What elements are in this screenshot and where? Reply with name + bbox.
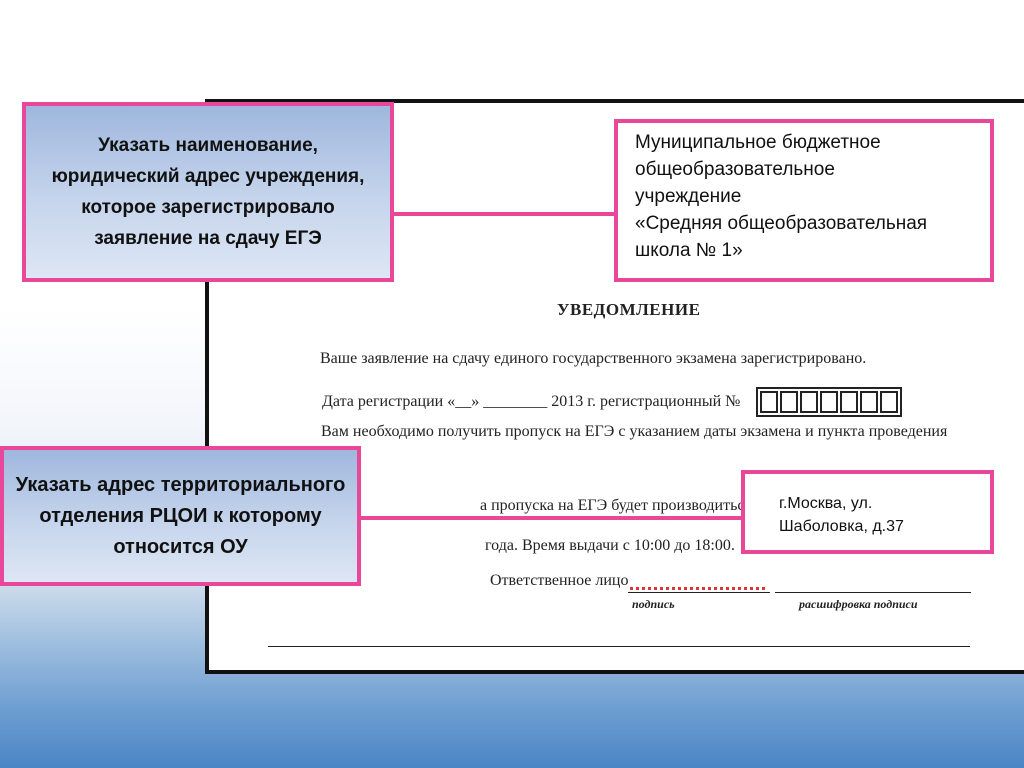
bottom-rule bbox=[268, 646, 970, 647]
digit-box bbox=[860, 391, 878, 413]
pass-instruction-text: Вам необходимо получить пропуск на ЕГЭ с… bbox=[321, 423, 948, 440]
rcoi-address-box: г.Москва, ул. Шаболовка, д.37 bbox=[741, 470, 994, 554]
rcoi-hint-callout: Указать адрес территориального отделения… bbox=[0, 446, 361, 586]
connector-line-institution bbox=[394, 212, 615, 216]
signature-decoding-line bbox=[775, 592, 971, 593]
issue-time-text: года. Время выдачи с 10:00 до 18:00. bbox=[485, 537, 735, 554]
registration-date-text: Дата регистрации «__» ________ 2013 г. р… bbox=[322, 393, 741, 410]
responsible-person-label: Ответственное лицо bbox=[490, 572, 629, 589]
connector-line-rcoi bbox=[361, 516, 743, 520]
institution-hint-callout: Указать наименование, юридический адрес … bbox=[22, 102, 394, 282]
pass-issue-address-text: а пропуска на ЕГЭ будет производиться по… bbox=[480, 497, 815, 514]
digit-box bbox=[800, 391, 818, 413]
digit-box bbox=[760, 391, 778, 413]
digit-box bbox=[820, 391, 838, 413]
signature-line bbox=[628, 592, 770, 593]
digit-box bbox=[880, 391, 898, 413]
rcoi-hint-text: Указать адрес территориального отделения… bbox=[15, 473, 346, 558]
signature-caption: подпись bbox=[632, 597, 675, 611]
institution-name-text: Муниципальное бюджетное общеобразователь… bbox=[635, 132, 928, 261]
document-title: УВЕДОМЛЕНИЕ bbox=[557, 300, 701, 319]
digit-box bbox=[780, 391, 798, 413]
institution-example-box: Муниципальное бюджетное общеобразователь… bbox=[614, 119, 994, 282]
registration-number-boxes bbox=[756, 387, 902, 417]
rcoi-address-text: г.Москва, ул. Шаболовка, д.37 bbox=[779, 495, 904, 535]
digit-box bbox=[840, 391, 858, 413]
registration-confirmation-text: Ваше заявление на сдачу единого государс… bbox=[320, 350, 867, 367]
institution-hint-text: Указать наименование, юридический адрес … bbox=[51, 135, 365, 249]
signature-underline-marker bbox=[630, 587, 768, 590]
signature-decoding-caption: расшифровка подписи bbox=[799, 597, 918, 611]
